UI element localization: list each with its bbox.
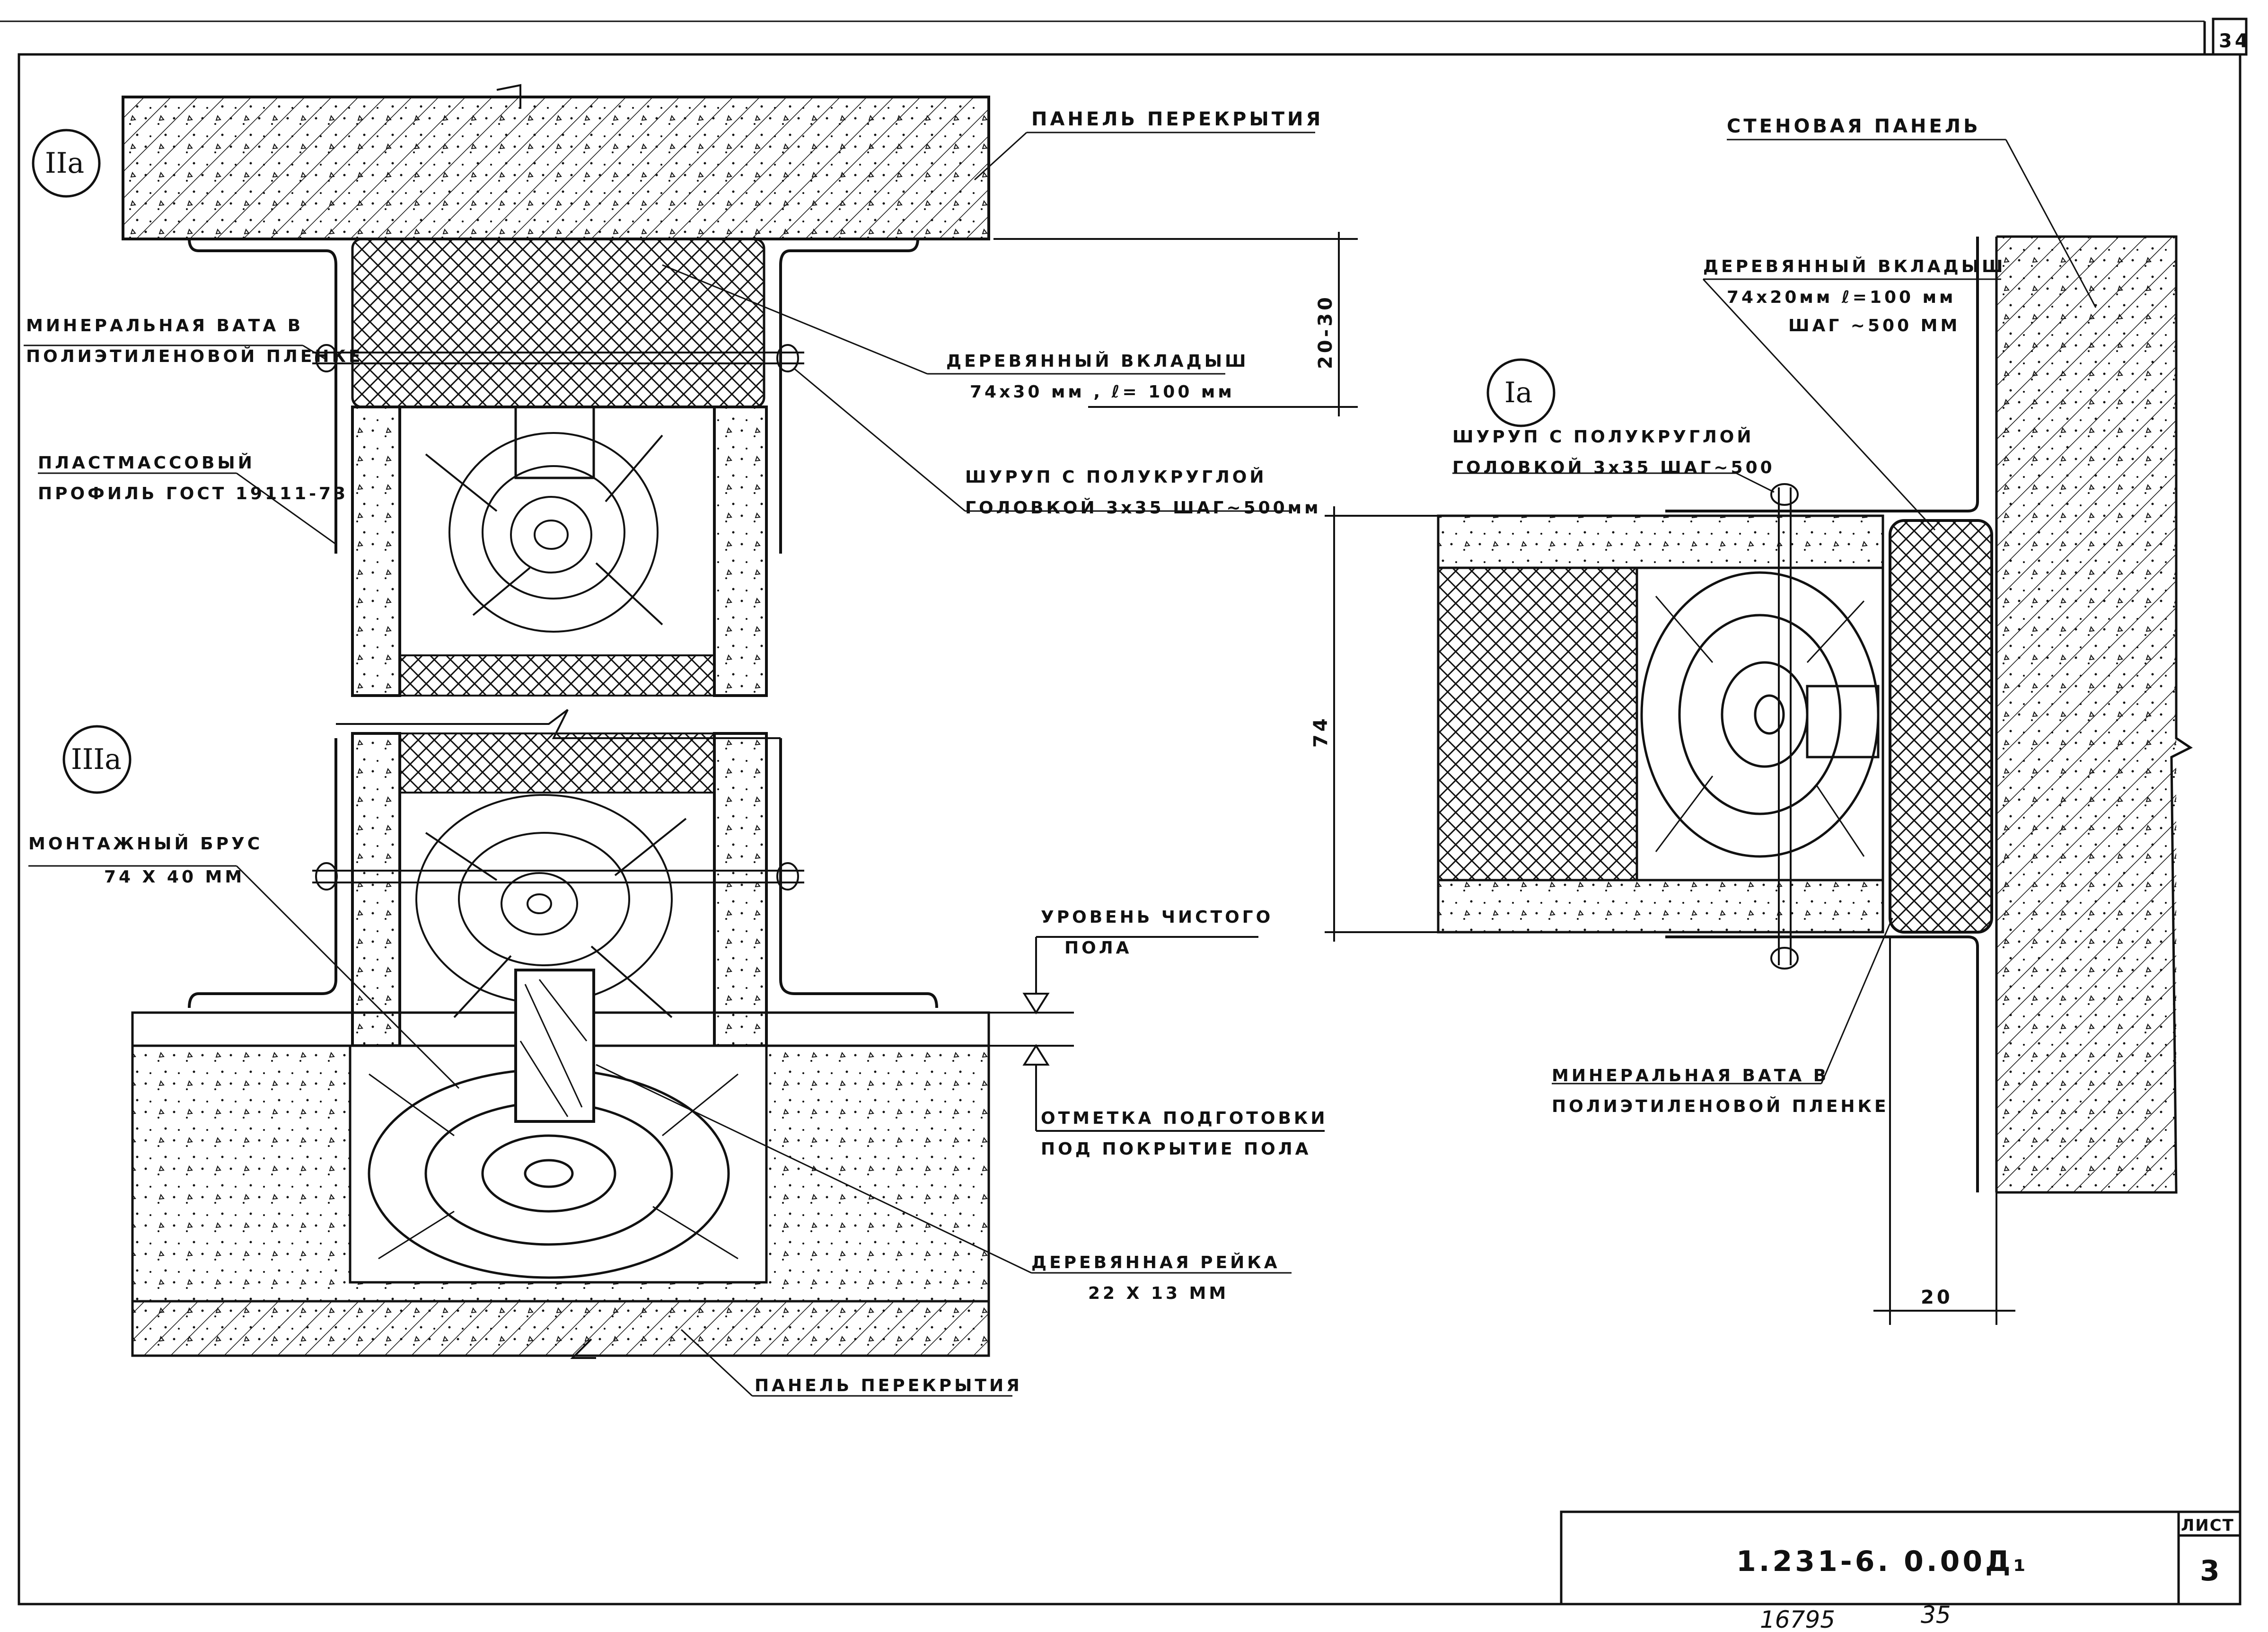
profile-wall-left-lower bbox=[352, 733, 400, 1046]
sheet-number: 3 bbox=[2200, 1554, 2223, 1588]
screw-vertical bbox=[1770, 483, 1799, 970]
insulation-strip-1 bbox=[399, 654, 715, 697]
label-mount-beam-2: 74 Х 40 ММ bbox=[104, 867, 245, 887]
label-wall-panel: СТЕНОВАЯ ПАНЕЛЬ bbox=[1727, 115, 1981, 137]
dim-74-text: 74 bbox=[1310, 715, 1332, 748]
label-mineral-wool-1: МИНЕРАЛЬНАЯ ВАТА В bbox=[26, 316, 303, 335]
label-floor-level-2: ПОЛА bbox=[1064, 938, 1132, 958]
label-floor-panel-top: ПАНЕЛЬ ПЕРЕКРЫТИЯ bbox=[1031, 108, 1323, 130]
title-block bbox=[1560, 1510, 2242, 1606]
label-plastic-profile-2: ПРОФИЛЬ ГОСТ 19111-73 bbox=[38, 484, 348, 503]
svg-text:IIa: IIa bbox=[45, 147, 84, 180]
label-mount-beam-1: МОНТАЖНЫЙ БРУС bbox=[28, 834, 263, 854]
label-screw-r-1: ШУРУП С ПОЛУКРУГЛОЙ bbox=[1452, 427, 1754, 447]
label-mineral-wool-r-2: ПОЛИЭТИЛЕНОВОЙ ПЛЕНКЕ bbox=[1552, 1096, 1889, 1116]
sheet-label: ЛИСТ bbox=[2181, 1516, 2234, 1535]
floor-level-markers bbox=[960, 936, 1325, 1132]
label-mineral-wool-r-1: МИНЕРАЛЬНАЯ ВАТА В bbox=[1552, 1066, 1829, 1085]
handwritten-number-left: 16795 bbox=[1760, 1606, 1835, 1632]
label-screw-r-2: ГОЛОВКОЙ 3х35 ШАГ~500 bbox=[1452, 458, 1775, 477]
label-plastic-profile-1: ПЛАСТМАССОВЫЙ bbox=[38, 453, 255, 473]
page-number: 34 bbox=[2219, 30, 2251, 52]
wood-insert-right bbox=[1889, 519, 1993, 934]
sheet-frame bbox=[0, 18, 2248, 1606]
wood-strip bbox=[514, 969, 595, 1123]
label-wood-insert-r-1: ДЕРЕВЯННЫЙ ВКЛАДЫШ bbox=[1703, 256, 2005, 276]
dim-20-text: 20 bbox=[1921, 1287, 1953, 1308]
floor-panel-top bbox=[122, 84, 990, 240]
dim-20-30 bbox=[993, 232, 1358, 416]
label-wood-strip-2: 22 Х 13 ММ bbox=[1088, 1284, 1229, 1303]
label-wood-insert-2: 74х30 мм , ℓ= 100 мм bbox=[970, 382, 1235, 402]
svg-text:IIIa: IIIa bbox=[71, 743, 122, 776]
detail-marker-Ia: Ia bbox=[1486, 358, 1556, 427]
screw-top bbox=[312, 344, 804, 372]
label-screw-2: ГОЛОВКОЙ 3х35 ШАГ~500мм bbox=[965, 498, 1321, 518]
detail-marker-IIIa: IIIa bbox=[62, 725, 132, 794]
label-floor-panel-bottom: ПАНЕЛЬ ПЕРЕКРЫТИЯ bbox=[755, 1376, 1022, 1395]
profile-wall-right-lower bbox=[714, 733, 766, 1046]
dim-20 bbox=[1873, 937, 2015, 1325]
right-leaders bbox=[1452, 139, 2097, 1085]
detail-marker-IIa: IIa bbox=[32, 129, 101, 198]
label-prep-mark-1: ОТМЕТКА ПОДГОТОВКИ bbox=[1041, 1109, 1327, 1128]
label-prep-mark-2: ПОД ПОКРЫТИЕ ПОЛА bbox=[1041, 1139, 1311, 1159]
right-assembly bbox=[1437, 514, 1884, 934]
dim-20-30-text: 20-30 bbox=[1315, 294, 1336, 369]
wall-profile bbox=[1665, 237, 1979, 1192]
left-leaders bbox=[24, 132, 1315, 1397]
label-wood-insert-1: ДЕРЕВЯННЫЙ ВКЛАДЫШ bbox=[946, 351, 1248, 371]
handwritten-number-right: 35 bbox=[1921, 1601, 1951, 1629]
mineral-wool-top bbox=[351, 238, 765, 408]
label-mineral-wool-2: ПОЛИЭТИЛЕНОВОЙ ПЛЕНКЕ bbox=[26, 346, 363, 366]
profile-wall-left bbox=[352, 407, 400, 696]
label-wood-insert-r-2: 74х20мм ℓ=100 мм bbox=[1727, 288, 1956, 307]
screw-lower bbox=[312, 862, 804, 891]
floor-panel-bottom bbox=[131, 1300, 990, 1359]
wall-panel bbox=[1995, 235, 2193, 1194]
profile-wall-right bbox=[714, 407, 766, 696]
label-wood-insert-r-3: ШАГ ~500 ММ bbox=[1788, 316, 1960, 335]
label-screw-1: ШУРУП С ПОЛУКРУГЛОЙ bbox=[965, 467, 1267, 487]
mount-beam-top bbox=[399, 406, 715, 656]
label-floor-level-1: УРОВЕНЬ ЧИСТОГО bbox=[1041, 908, 1273, 927]
dim-74 bbox=[1325, 506, 1438, 942]
insulation-strip-2 bbox=[399, 732, 715, 794]
svg-text:Ia: Ia bbox=[1504, 376, 1532, 409]
label-wood-strip-1: ДЕРЕВЯННАЯ РЕЙКА bbox=[1031, 1253, 1280, 1272]
title-code: 1.231-6. 0.00Д₁ bbox=[1736, 1545, 2029, 1578]
